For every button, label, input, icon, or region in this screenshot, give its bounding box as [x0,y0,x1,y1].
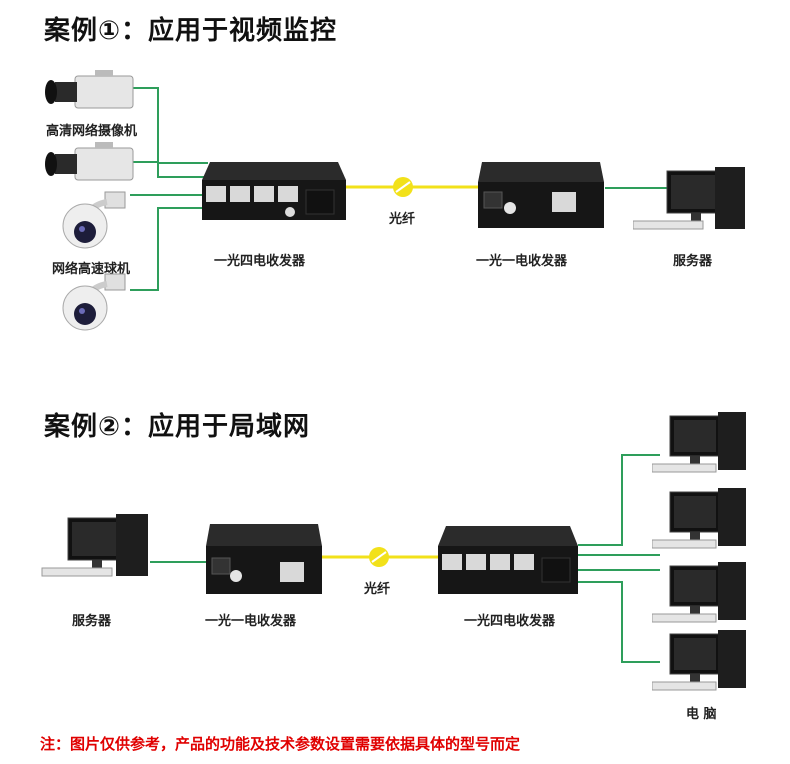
case1-title: 案例①：应用于视频监控 [44,16,338,46]
copper-line-pc1 [578,454,660,546]
server2-label: 服务器 [72,614,112,629]
copper-line-pc4 [578,581,660,663]
dome-camera-icon [62,191,126,249]
device-right-label: 一光一电收发器 [476,254,568,269]
copper-line-camera1 [130,87,208,164]
footer-note: 注：图片仅供参考，产品的功能及技术参数设置需要依据具体的型号而定 [40,735,521,753]
copper-line-dome2 [130,207,208,291]
case2-title: 案例②：应用于局域网 [44,412,311,442]
camera-label: 高清网络摄像机 [46,124,138,139]
computer-icon [652,412,746,473]
dome-label: 网络高速球机 [52,262,131,277]
four-port-transceiver-icon [202,162,346,220]
four-port-transceiver-icon [438,526,578,594]
fiber-icon-case2 [369,547,389,567]
server-icon [41,514,148,577]
camera-icon [45,142,134,181]
fiber-label: 光纤 [389,212,416,227]
computer-icon [652,488,746,549]
device-left-label: 一光四电收发器 [214,254,306,269]
pc-label: 电 脑 [686,707,717,722]
copper-line-camera2 [130,161,208,178]
one-port-transceiver-icon [206,524,322,594]
device2-left-label: 一光一电收发器 [205,614,297,629]
dome-camera-icon [62,273,126,331]
camera-icon [45,70,134,109]
server-icon [633,167,745,230]
device2-right-label: 一光四电收发器 [464,614,556,629]
one-port-transceiver-icon [478,162,604,228]
computer-icon [652,630,746,691]
computer-icon [652,562,746,623]
server-label: 服务器 [673,254,713,269]
fiber2-label: 光纤 [364,582,391,597]
fiber-icon-case1 [393,177,413,197]
